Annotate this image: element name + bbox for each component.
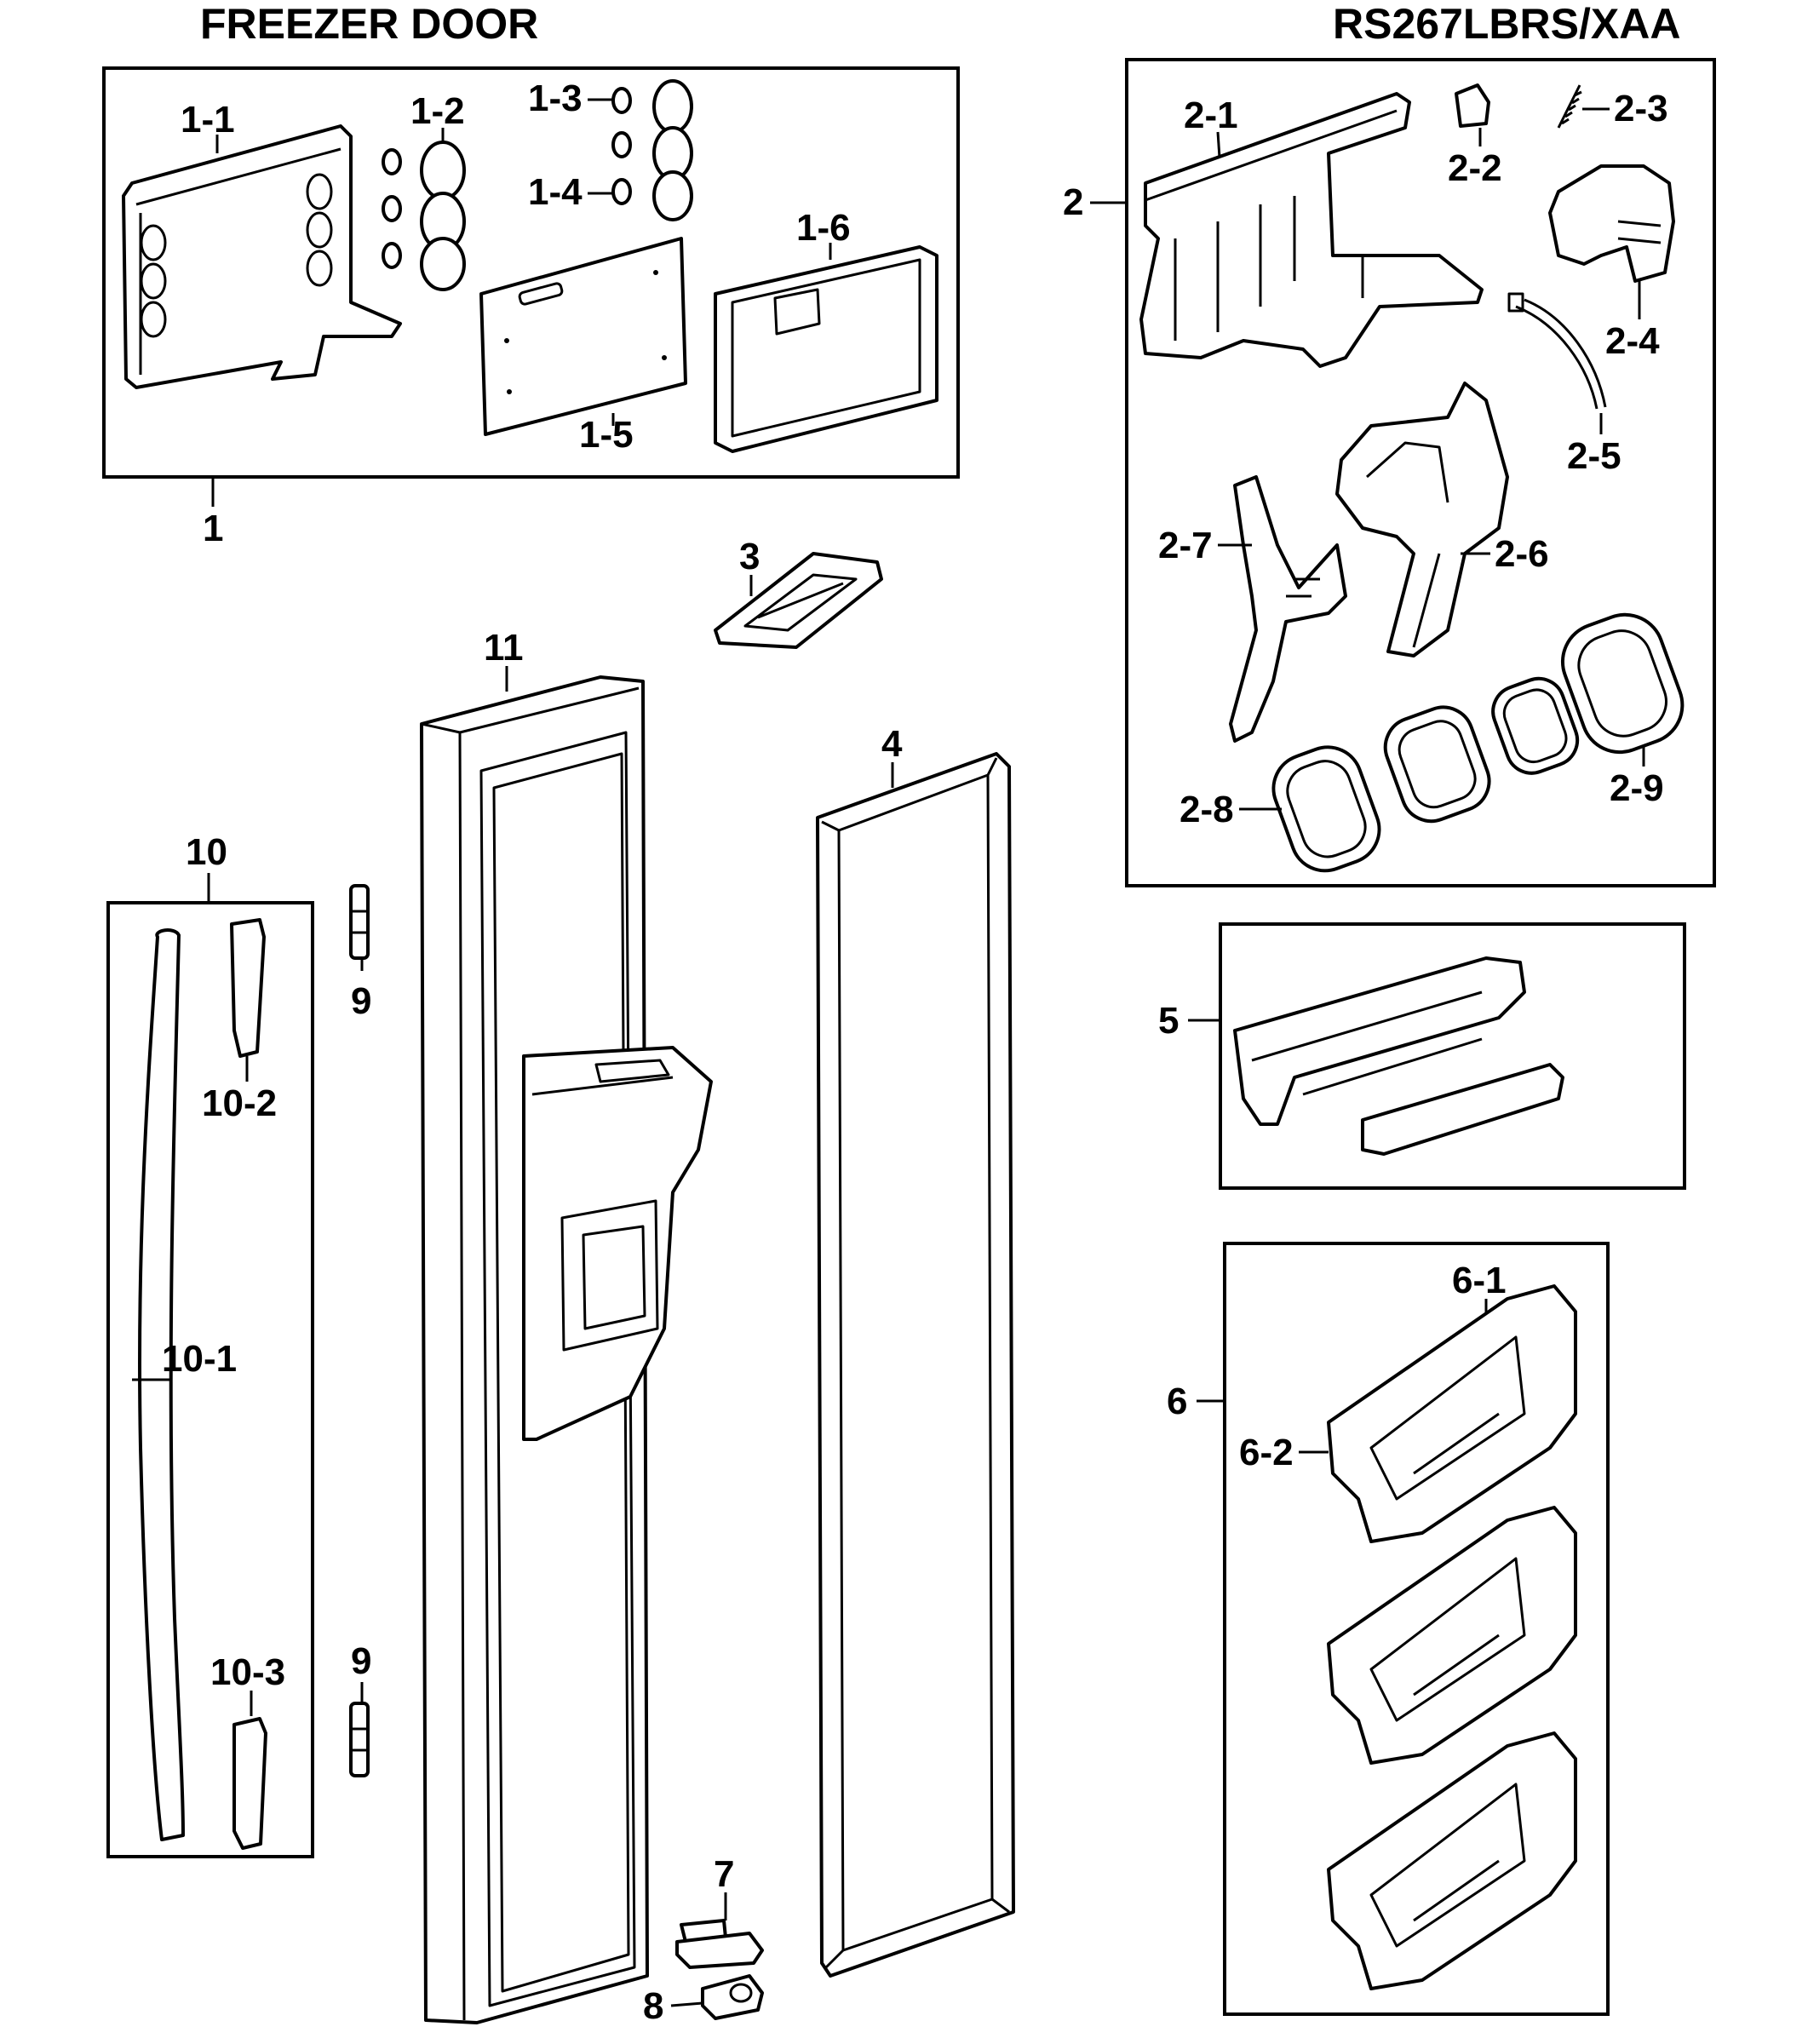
part-6-bin-bottom (1327, 1731, 1577, 1990)
callout-8: 8 (643, 1985, 663, 2027)
part-2-2-clip (1455, 83, 1490, 128)
part-2-5-wire (1515, 305, 1599, 410)
group-box-2 (1125, 58, 1716, 887)
callout-6: 6 (1167, 1381, 1187, 1422)
callout-2-7: 2-7 (1158, 525, 1213, 566)
callout-9-upper: 9 (351, 980, 371, 1022)
callout-1-3: 1-3 (528, 78, 583, 119)
part-2-5-wire-edge (1524, 298, 1607, 408)
callout-2-8: 2-8 (1180, 789, 1234, 830)
part-10-2-cap (230, 918, 266, 1058)
part-2-8-2-9-seals (1271, 612, 1685, 873)
part-3-vent (714, 552, 883, 649)
callout-7: 7 (714, 1853, 734, 1895)
callout-1-6: 1-6 (796, 207, 851, 249)
leader-8 (670, 2001, 703, 2007)
callout-5: 5 (1158, 1000, 1179, 1042)
part-1-1-housing (122, 124, 402, 389)
model-number: RS267LBRS/XAA (1333, 0, 1680, 48)
part-1-3-1-4-knobs (611, 79, 693, 221)
part-1-2-knobs (382, 141, 466, 291)
group-box-5 (1219, 922, 1686, 1190)
diagram-title: FREEZER DOOR (200, 0, 538, 48)
callout-2-3: 2-3 (1614, 88, 1668, 129)
part-9-lower (349, 1702, 370, 1777)
part-2-7-lever (1229, 475, 1347, 743)
part-10-3-cap (232, 1717, 267, 1850)
callout-1-5: 1-5 (579, 414, 634, 456)
group-box-1 (102, 66, 960, 479)
callout-2-5: 2-5 (1567, 435, 1621, 477)
leader-2-1 (1216, 131, 1221, 158)
callout-2-1: 2-1 (1184, 95, 1238, 136)
callout-2-6: 2-6 (1495, 533, 1549, 575)
part-6-bin-middle (1327, 1506, 1577, 1765)
callout-4: 4 (881, 723, 903, 765)
callout-3: 3 (739, 536, 760, 577)
part-4-gasket (816, 752, 1015, 1978)
callout-2-4: 2-4 (1605, 320, 1660, 362)
part-1-6-cover (714, 245, 938, 453)
part-5-shelf (1233, 956, 1564, 1156)
part-10-1-handle (132, 928, 185, 1841)
callout-1-1: 1-1 (181, 99, 235, 141)
part-11-door (420, 675, 713, 2024)
callout-2: 2 (1063, 181, 1083, 223)
callout-9-lower: 9 (351, 1640, 371, 1682)
callout-2-9: 2-9 (1610, 767, 1664, 809)
part-2-4-actuator (1548, 164, 1675, 283)
callout-6-2: 6-2 (1239, 1432, 1294, 1473)
callout-11: 11 (484, 627, 524, 669)
part-2-1-bracket (1139, 92, 1484, 368)
callout-6-1: 6-1 (1452, 1260, 1507, 1301)
callout-10-2: 10-2 (202, 1082, 277, 1124)
part-2-3-coils (1561, 90, 1582, 125)
callout-1: 1 (203, 508, 223, 549)
callout-1-2: 1-2 (410, 90, 465, 132)
callout-1-4: 1-4 (528, 171, 583, 213)
group-box-10 (106, 901, 314, 1858)
part-9-upper (349, 884, 370, 960)
callout-10-1: 10-1 (162, 1338, 237, 1380)
part-1-5-plate (479, 237, 687, 436)
part-8-hinge-pin (701, 1974, 764, 2020)
part-7-hinge (675, 1919, 764, 1969)
part-6-bin-top (1327, 1284, 1577, 1543)
group-box-6 (1223, 1242, 1610, 2016)
part-2-3-spring (1557, 84, 1581, 129)
part-2-5-terminal (1507, 292, 1524, 313)
callout-10: 10 (186, 831, 227, 873)
callout-10-3: 10-3 (210, 1651, 285, 1693)
part-2-6-chute (1335, 382, 1509, 657)
callout-2-2: 2-2 (1448, 147, 1502, 189)
